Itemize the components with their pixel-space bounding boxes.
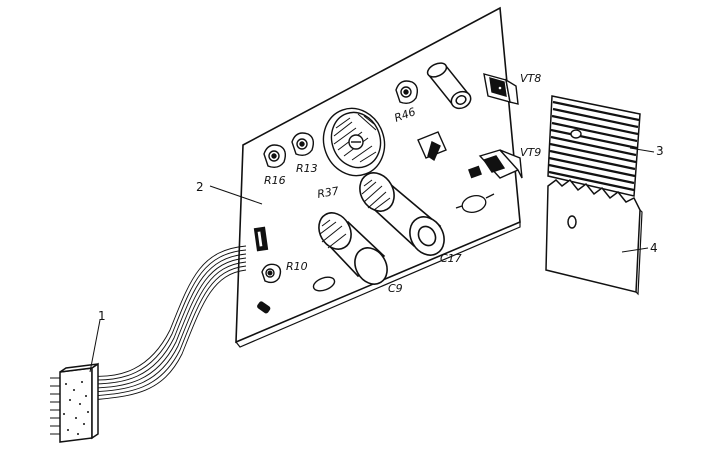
label-r10: R10 — [286, 260, 308, 273]
label-r16: R16 — [264, 174, 286, 187]
cable-connector — [50, 362, 99, 443]
leader-lines — [89, 147, 655, 373]
small-capacitor-top — [426, 62, 472, 110]
capacitor-c9 — [318, 212, 388, 285]
trimmer-resistor-r46 — [395, 80, 419, 105]
callout-2: 2 — [196, 180, 204, 194]
label-c17: C17 — [440, 252, 462, 265]
small-resistor — [257, 301, 271, 314]
trimmer-resistor-r10 — [261, 263, 282, 284]
callout-1: 1 — [98, 309, 106, 323]
label-r13: R13 — [296, 162, 318, 175]
label-c9: C9 — [388, 282, 403, 295]
transistor-vt8 — [483, 73, 519, 105]
label-vt9: VT9 — [520, 146, 541, 159]
heatsink-plate — [547, 95, 641, 197]
heatsink-bracket — [545, 178, 643, 296]
small-capacitor — [312, 276, 336, 292]
trimmer-resistor-r13 — [291, 132, 315, 157]
board-connector-socket — [253, 226, 269, 252]
label-r37: R37 — [316, 184, 340, 201]
ribbon-cable — [91, 245, 247, 401]
small-diode — [455, 193, 495, 213]
potentiometer-r37 — [322, 107, 386, 177]
trimmer-resistor-r16 — [263, 144, 287, 169]
label-vt8: VT8 — [520, 72, 541, 85]
callout-4: 4 — [650, 241, 658, 255]
small-transistor — [417, 131, 447, 162]
transistor-vt9 — [468, 149, 523, 179]
capacitor-c17 — [359, 172, 445, 256]
callout-3: 3 — [656, 144, 664, 158]
